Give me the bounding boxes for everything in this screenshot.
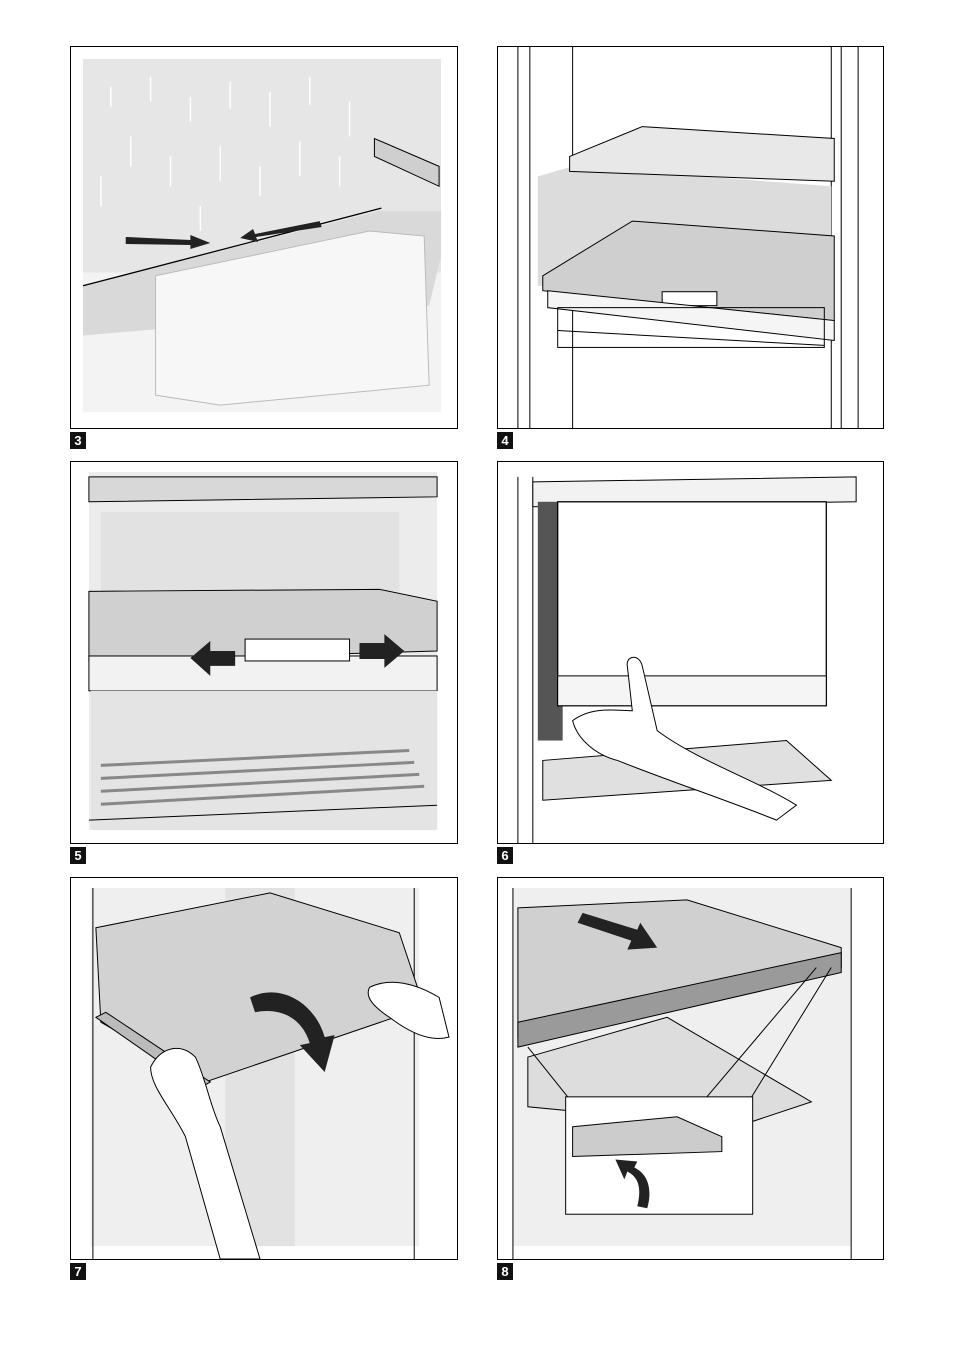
figure-7-number: 7 bbox=[70, 1263, 86, 1280]
figure-6-number: 6 bbox=[497, 847, 513, 864]
figure-8-illustration bbox=[498, 878, 883, 1259]
figure-5-illustration bbox=[71, 462, 457, 843]
figure-4-number: 4 bbox=[497, 432, 513, 449]
figure-8-number: 8 bbox=[497, 1263, 513, 1280]
figure-8-panel bbox=[497, 877, 884, 1260]
figure-3-panel bbox=[70, 46, 458, 429]
figure-7-panel bbox=[70, 877, 458, 1260]
figure-4-illustration bbox=[498, 47, 883, 428]
figure-3-number: 3 bbox=[70, 432, 86, 449]
figure-5-number: 5 bbox=[70, 847, 86, 864]
figure-3-illustration bbox=[71, 47, 457, 428]
figure-5-panel bbox=[70, 461, 458, 844]
figure-6-panel bbox=[497, 461, 884, 844]
figure-7-illustration bbox=[71, 878, 457, 1259]
figure-6-illustration bbox=[498, 462, 883, 843]
figure-4-panel bbox=[497, 46, 884, 429]
